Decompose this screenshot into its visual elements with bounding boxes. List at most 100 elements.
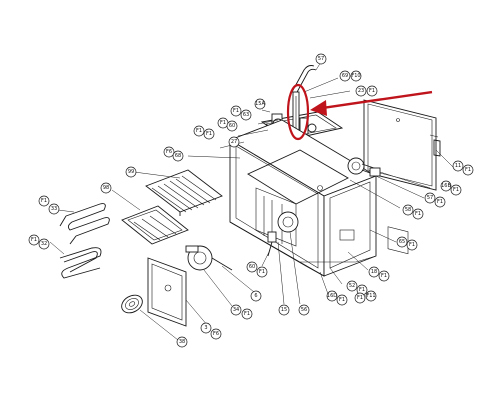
svg-text:F6: F6 <box>213 331 219 337</box>
svg-text:F1: F1 <box>41 198 47 204</box>
callout-c52: 52 <box>346 280 358 292</box>
callout-c33: 33 <box>48 203 60 215</box>
callout-c99: 99 <box>125 166 137 178</box>
callout-cf1k: F1 <box>412 208 424 220</box>
svg-text:6: 6 <box>254 293 257 299</box>
svg-text:33: 33 <box>51 206 57 212</box>
callout-cf1o: F1 <box>354 292 366 304</box>
highlight-arrow <box>321 90 433 110</box>
svg-text:F6: F6 <box>166 149 172 155</box>
callout-c57b: 57 <box>424 192 436 204</box>
oven-rack-upper <box>145 169 223 216</box>
svg-text:11: 11 <box>455 163 461 169</box>
svg-text:57: 57 <box>318 56 324 62</box>
svg-text:15: 15 <box>281 307 287 313</box>
callout-c58: 58 <box>402 204 414 216</box>
callout-cf1r: F1 <box>241 308 253 320</box>
callout-c65: 65 <box>396 236 408 248</box>
svg-text:F1: F1 <box>465 167 471 173</box>
svg-text:69: 69 <box>342 73 348 79</box>
heating-element-upper <box>59 203 110 245</box>
callout-cf1l: F1 <box>406 239 418 251</box>
callout-cf1f: F1 <box>38 195 50 207</box>
svg-text:F1: F1 <box>244 311 250 317</box>
svg-text:60: 60 <box>249 264 255 270</box>
svg-text:16D: 16D <box>327 293 337 299</box>
callout-cf1m: F1 <box>378 270 390 282</box>
svg-text:57: 57 <box>427 195 433 201</box>
svg-text:58: 58 <box>405 207 411 213</box>
svg-text:F1: F1 <box>196 128 202 134</box>
callout-c34: 34 <box>230 304 242 316</box>
callout-cf1e: F1 <box>203 128 215 140</box>
highlight-arrowhead <box>310 100 327 116</box>
svg-text:16B: 16B <box>441 183 451 189</box>
svg-text:98: 98 <box>103 185 109 191</box>
callout-c15a: 15A <box>254 98 265 110</box>
svg-text:F1: F1 <box>453 187 459 193</box>
svg-text:60: 60 <box>229 123 235 129</box>
rear-panel <box>363 99 441 255</box>
svg-text:23: 23 <box>358 88 364 94</box>
callout-c69: 69 <box>339 70 351 82</box>
svg-text:F1: F1 <box>233 108 239 114</box>
svg-text:F1: F1 <box>369 88 375 94</box>
svg-text:38: 38 <box>179 339 185 345</box>
svg-text:F1: F1 <box>31 237 37 243</box>
callout-cf1h: F1 <box>462 164 474 176</box>
callout-cf11: F11 <box>365 290 377 302</box>
svg-text:F1: F1 <box>339 297 345 303</box>
callout-cf1i: F1 <box>450 184 462 196</box>
heating-element-lower <box>59 247 102 279</box>
callout-cf1j: F1 <box>434 196 446 208</box>
callout-cf1g: F1 <box>28 234 40 246</box>
highlight-ellipse <box>286 83 310 141</box>
callout-c15: 15 <box>278 304 290 316</box>
fan-guard <box>121 294 143 314</box>
callout-c56: 56 <box>298 304 310 316</box>
svg-text:F11: F11 <box>366 293 375 299</box>
callout-c6: 6 <box>250 290 262 302</box>
hinge-bracket <box>185 245 233 271</box>
oven-rack-lower <box>121 205 189 245</box>
callout-cf1d: F1 <box>193 125 205 137</box>
callout-c38: 38 <box>176 336 188 348</box>
svg-text:F1: F1 <box>415 211 421 217</box>
svg-text:99: 99 <box>128 169 134 175</box>
svg-text:56: 56 <box>301 307 307 313</box>
callout-c68: 68 <box>172 150 184 162</box>
callout-cf10a: F10 <box>350 70 362 82</box>
callout-c27: 27 <box>228 136 240 148</box>
callout-cf1a: F1 <box>366 85 378 97</box>
callout-cf6: F6 <box>163 146 175 158</box>
svg-text:65: 65 <box>399 239 405 245</box>
callout-cf1p: F1 <box>336 294 348 306</box>
callout-c60b: 60 <box>246 261 258 273</box>
callout-c23: 23 <box>355 85 367 97</box>
svg-text:68: 68 <box>175 153 181 159</box>
svg-text:F1: F1 <box>437 199 443 205</box>
callout-c18: 18 <box>368 266 380 278</box>
leader-lines <box>49 61 455 341</box>
callout-cf6b: F6 <box>210 328 222 340</box>
callout-c98: 98 <box>100 182 112 194</box>
callout-c16b: 16B <box>440 180 451 192</box>
svg-text:F1: F1 <box>359 287 365 293</box>
callout-cf1q: F1 <box>256 266 268 278</box>
svg-text:F1: F1 <box>259 269 265 275</box>
svg-text:F1: F1 <box>409 242 415 248</box>
svg-text:F1: F1 <box>220 120 226 126</box>
fan-motor <box>347 157 381 177</box>
svg-text:F10: F10 <box>351 73 360 79</box>
interior-fan <box>267 211 299 257</box>
svg-text:18: 18 <box>371 269 377 275</box>
svg-text:32: 32 <box>41 241 47 247</box>
door-panel <box>147 257 187 327</box>
callout-c57: 57 <box>315 53 327 65</box>
callout-c3: 3 <box>200 322 212 334</box>
callout-c11: 11 <box>452 160 464 172</box>
callout-c60: 60 <box>226 120 238 132</box>
svg-text:52: 52 <box>349 283 355 289</box>
highlight-annotation <box>286 83 433 141</box>
